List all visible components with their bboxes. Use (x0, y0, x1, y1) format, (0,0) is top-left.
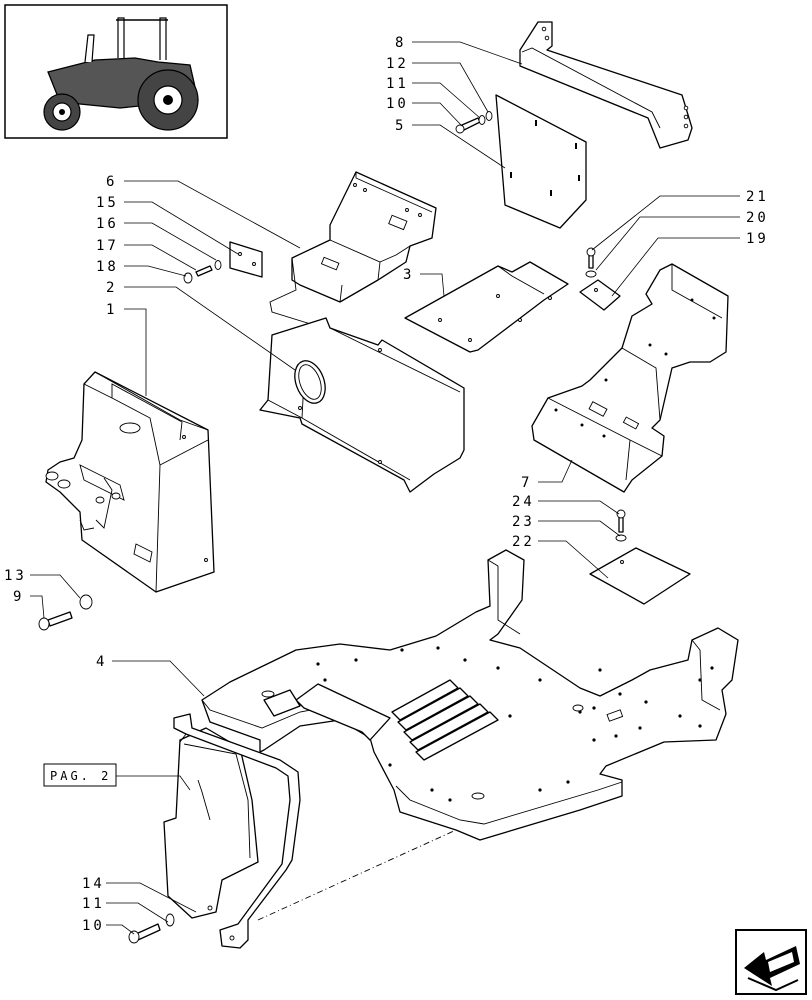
callout-3: 3 (403, 267, 414, 283)
callout-labels: 8 12 11 10 5 6 15 16 17 18 2 1 3 21 20 1… (4, 35, 769, 934)
callout-9: 9 (13, 589, 24, 605)
hardware-10-11-lower (128, 913, 175, 944)
callout-6: 6 (106, 174, 117, 190)
callout-14: 14 (82, 876, 105, 892)
callout-22: 22 (512, 534, 535, 550)
callout-11: 11 (386, 76, 409, 92)
callout-10-lower: 10 (82, 918, 105, 934)
callout-12: 12 (386, 56, 409, 72)
alignment-line (257, 829, 457, 921)
tractor-thumbnail[interactable] (4, 4, 228, 139)
part-1-steering-column-housing (45, 371, 215, 593)
callout-11-lower: 11 (82, 896, 105, 912)
callout-18: 18 (96, 259, 119, 275)
callout-2: 2 (106, 280, 117, 296)
hardware-22-23-24 (589, 509, 691, 605)
callout-10: 10 (386, 96, 409, 112)
leader-lines (30, 41, 740, 935)
callout-8: 8 (395, 35, 406, 51)
part-7-cab-floor-section (531, 263, 729, 493)
callout-5: 5 (395, 118, 406, 134)
part-3-floor-plate (404, 261, 569, 353)
part-2-tunnel-cover (259, 317, 465, 493)
hardware-10-11-12 (455, 111, 493, 134)
back-navigation-button[interactable] (735, 929, 807, 995)
callout-7: 7 (521, 475, 532, 491)
callout-24: 24 (512, 494, 535, 510)
part-4-main-platform (201, 549, 739, 841)
part-14-handrail (173, 713, 301, 949)
part-6-console-housing (269, 171, 437, 331)
hardware-19-20-21 (579, 247, 621, 311)
tractor-icon (43, 17, 199, 131)
page-reference-link[interactable]: PAG. 2 (43, 763, 117, 787)
callout-13: 13 (4, 568, 27, 584)
callout-15: 15 (96, 195, 119, 211)
back-arrow-icon (744, 946, 800, 992)
page-reference-label: PAG. 2 (50, 769, 111, 783)
callout-20: 20 (746, 210, 769, 226)
callout-21: 21 (746, 189, 769, 205)
part-15-plate (229, 241, 263, 278)
callout-23: 23 (512, 514, 535, 530)
callout-17: 17 (96, 238, 119, 254)
part-5-side-panel (495, 94, 587, 229)
callout-4: 4 (96, 654, 107, 670)
pedal-slots (391, 679, 499, 761)
callout-1: 1 (106, 302, 117, 318)
callout-19: 19 (746, 231, 769, 247)
hardware-9-13 (38, 594, 93, 631)
callout-16: 16 (96, 216, 119, 232)
hardware-16-17-18 (183, 260, 222, 284)
part-8-support-bracket (519, 21, 693, 149)
